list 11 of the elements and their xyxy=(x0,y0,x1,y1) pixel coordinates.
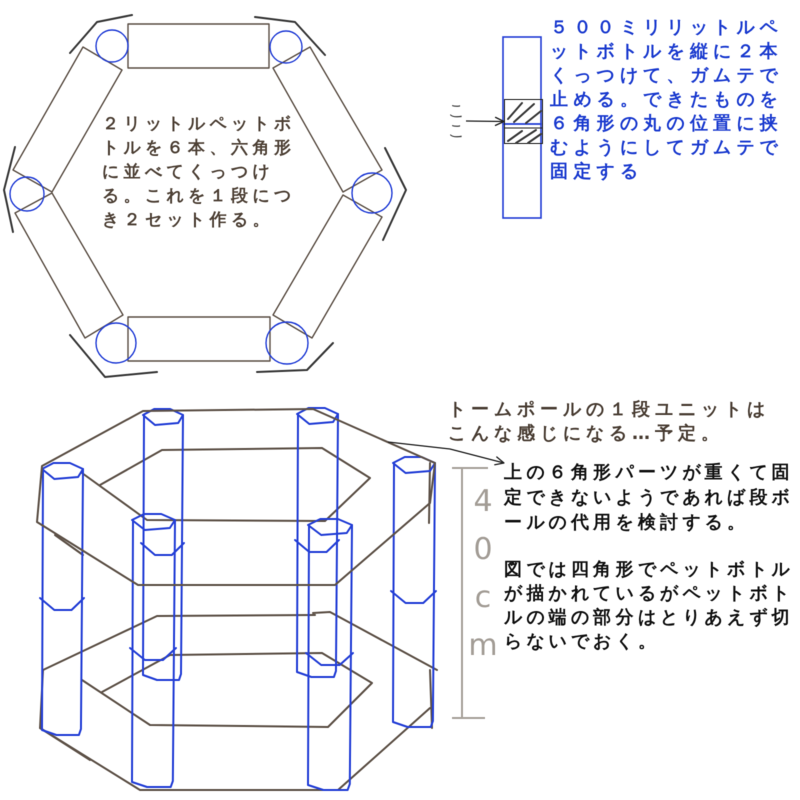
note-text: 上の６角形パーツが重くて固定できないようであれば段ボールの代用を検討する。 xyxy=(504,460,796,535)
hexagon-frame xyxy=(36,408,436,586)
instruction-text: ５００ミリリットルペットボトルを縦に２本くっつけて、ガムテで止める。できたものを６角形の丸の位置に挟むようにしてガムテで固定する xyxy=(550,16,784,184)
instruction-text: ２リットルペットボトルを６本、六角形に並べてくっつける。これを１段につき２セット作る。 xyxy=(102,113,296,232)
arrow xyxy=(466,116,505,126)
note-text: トームポールの１段ユニットはこんな感じになる…予定。 xyxy=(448,398,771,446)
tape-band xyxy=(504,99,543,144)
dimension-label: 40cm xyxy=(467,483,499,665)
arrow xyxy=(388,441,505,466)
handwritten-label: ここ xyxy=(447,101,466,141)
note-text: 図では四角形でペットボトルが描かれているがペットボトルの端の部分はとりあえず切らないでおく。 xyxy=(504,558,795,654)
